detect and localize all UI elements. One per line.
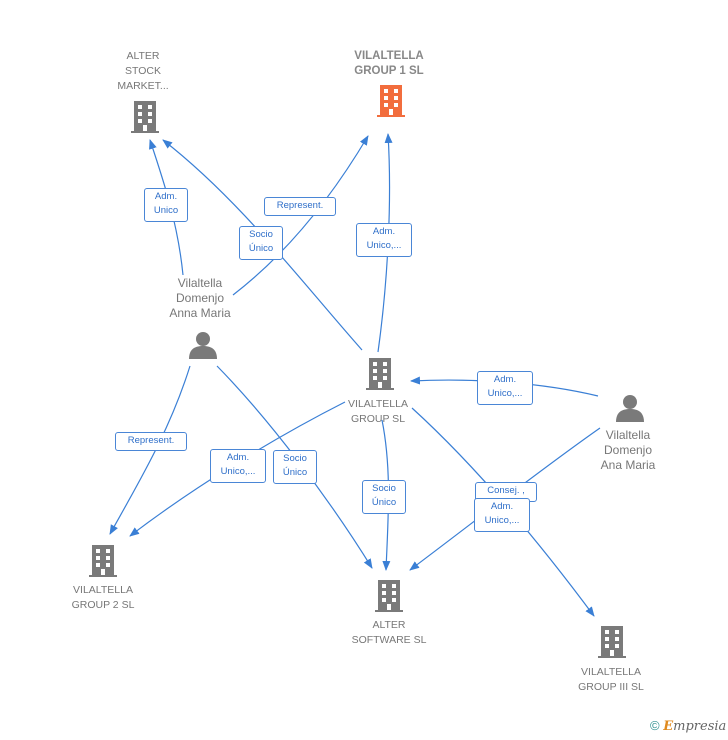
edge-anna-to-group2 — [109, 365, 191, 535]
edge-label-adm-unico[interactable]: Adm. Unico,... — [356, 223, 412, 257]
edge-label-adm-unico[interactable]: Adm. Unico,... — [474, 498, 530, 532]
building-icon[interactable] — [366, 358, 394, 390]
brand-logo[interactable]: Empresia — [663, 719, 727, 734]
node-label-vilaltella-group[interactable]: VILALTELLA GROUP SL — [348, 398, 408, 425]
edge-label-represent[interactable]: Represent. — [264, 197, 336, 216]
edge-label-adm-unico[interactable]: Adm. Unico — [144, 188, 188, 222]
edge-label-adm-unico[interactable]: Adm. Unico,... — [210, 449, 266, 483]
edge-label-socio-unico[interactable]: Socio Único — [239, 226, 283, 260]
edge-label-socio-unico[interactable]: Socio Único — [273, 450, 317, 484]
copyright-icon: © — [650, 718, 660, 733]
person-icon[interactable] — [616, 395, 644, 422]
node-label-person-anna-maria[interactable]: Vilaltella Domenjo Anna Maria — [169, 276, 231, 320]
edge-label-adm-unico[interactable]: Adm. Unico,... — [477, 371, 533, 405]
node-label-alter-stock-market[interactable]: ALTER STOCK MARKET... — [117, 50, 169, 92]
node-label-person-ana-maria[interactable]: Vilaltella Domenjo Ana Maria — [600, 428, 656, 472]
building-icon[interactable] — [375, 580, 403, 612]
building-icon[interactable] — [89, 545, 117, 577]
node-label-vilaltella-group-1[interactable]: VILALTELLA GROUP 1 SL — [354, 50, 424, 77]
edge-anna-to-group1 — [232, 135, 369, 296]
node-label-vilaltella-group-2[interactable]: VILALTELLA GROUP 2 SL — [71, 584, 135, 611]
edge-label-represent[interactable]: Represent. — [115, 432, 187, 451]
person-icon[interactable] — [189, 332, 217, 359]
building-icon-highlight[interactable] — [377, 85, 405, 117]
edge-label-socio-unico[interactable]: Socio Único — [362, 480, 406, 514]
building-icon[interactable] — [131, 101, 159, 133]
node-label-vilaltella-group-iii[interactable]: VILALTELLA GROUP III SL — [578, 666, 644, 693]
footer-credit: © Empresia — [650, 718, 726, 734]
building-icon[interactable] — [598, 626, 626, 658]
node-label-alter-software[interactable]: ALTER SOFTWARE SL — [351, 619, 427, 646]
